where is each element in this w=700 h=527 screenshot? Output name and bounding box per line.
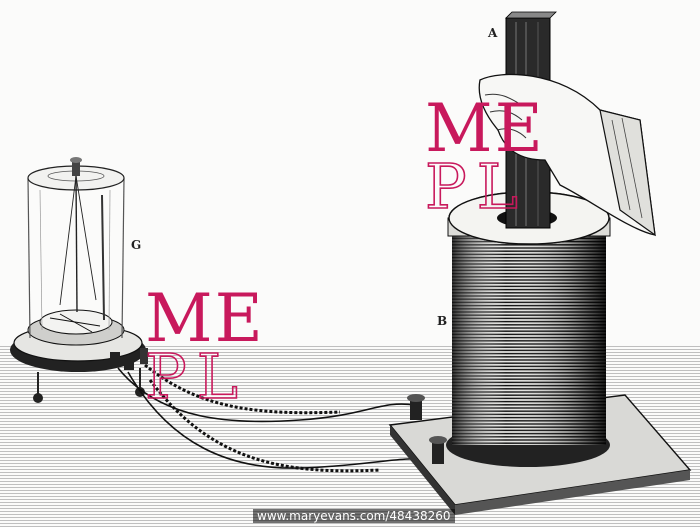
label-a: A <box>488 26 498 40</box>
galvanometer <box>10 157 148 403</box>
label-b: B <box>437 314 448 328</box>
label-g: G <box>131 238 142 252</box>
connecting-wires <box>117 363 441 473</box>
image-credit: www.maryevans.com/48438260 <box>253 509 455 523</box>
hand <box>478 73 656 237</box>
induction-coil <box>446 191 611 467</box>
